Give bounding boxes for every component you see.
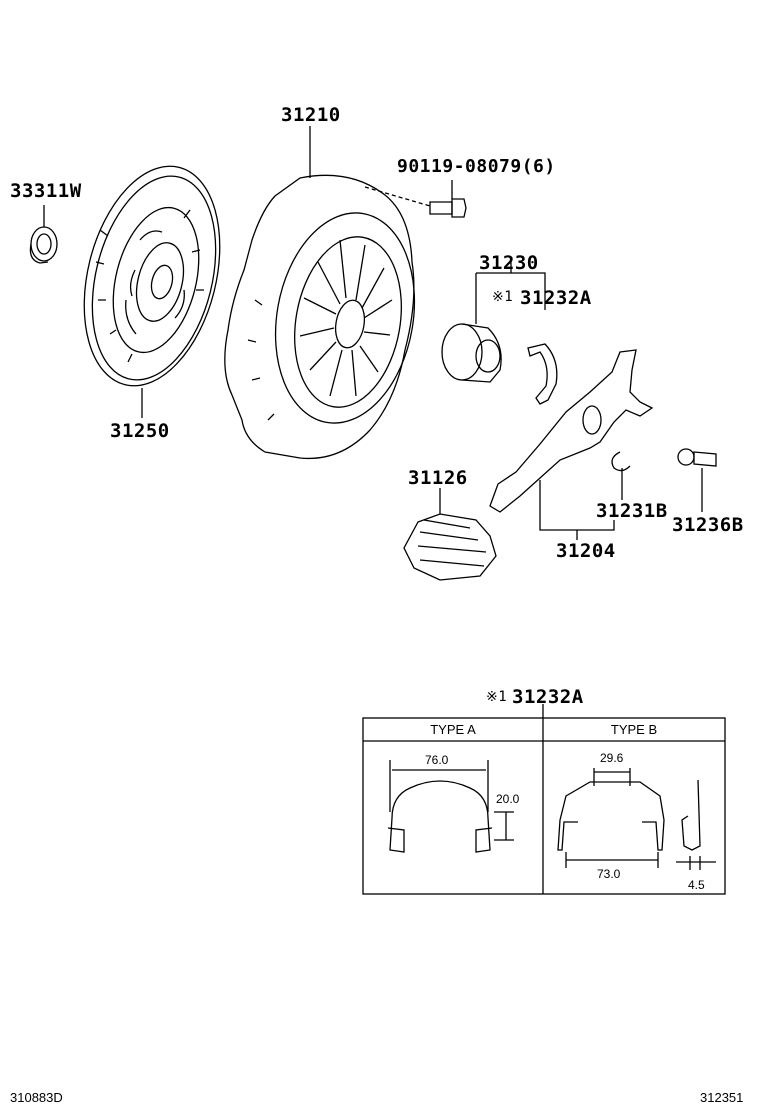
dim-type-b-top: 29.6 [600, 751, 624, 765]
dim-type-b-thickness: 4.5 [688, 878, 705, 892]
release-fork-illustration [489, 349, 654, 540]
pilot-bearing-illustration [29, 205, 58, 264]
note-mark-31232a: ※1 [492, 289, 514, 305]
pressure-plate-illustration [224, 126, 416, 460]
dim-type-a-height: 20.0 [496, 792, 520, 806]
detail-note-mark: ※1 [486, 689, 508, 705]
bolt-illustration [364, 180, 467, 218]
part-label-33311w: 33311W [10, 180, 82, 202]
clip-illustration [527, 343, 558, 405]
part-label-31231b: 31231B [596, 500, 668, 522]
part-label-31210: 31210 [281, 104, 341, 126]
part-label-31230: 31230 [479, 252, 539, 274]
release-bearing-illustration [441, 262, 546, 383]
type-a-header: TYPE A [430, 722, 476, 737]
part-label-90119: 90119-08079(6) [397, 156, 556, 177]
part-label-31250: 31250 [110, 420, 170, 442]
boot-illustration [403, 488, 497, 581]
footer-code-right: 312351 [700, 1090, 744, 1105]
type-b-clip-drawing [557, 768, 716, 870]
clutch-disc-illustration [83, 165, 221, 418]
dim-type-a-width: 76.0 [425, 753, 449, 767]
retainer-clip-illustration [611, 451, 631, 500]
dim-type-b-width: 73.0 [597, 867, 621, 881]
type-a-clip-drawing [387, 760, 514, 853]
footer-code-left: 310883D [10, 1090, 63, 1105]
part-label-31126: 31126 [408, 467, 468, 489]
detail-title: 31232A [512, 686, 584, 708]
detail-table [362, 704, 726, 895]
part-label-31204: 31204 [556, 540, 616, 562]
ball-stud-illustration [677, 448, 717, 512]
part-label-31232a: 31232A [520, 287, 592, 309]
part-label-31236b: 31236B [672, 514, 744, 536]
type-b-header: TYPE B [610, 722, 658, 737]
